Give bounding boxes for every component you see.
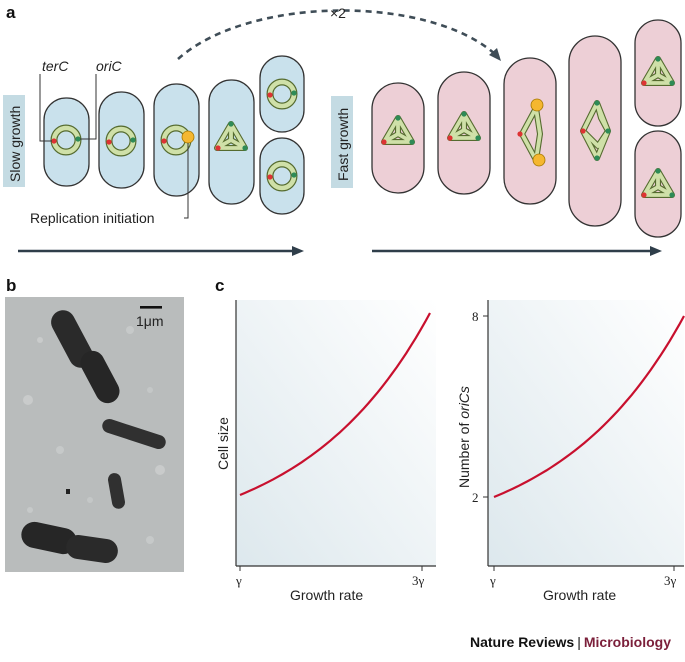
fast-growth-cells xyxy=(371,19,682,238)
fast-growth-label-box xyxy=(331,96,353,188)
scale-bar xyxy=(140,306,162,309)
bacterium-5 xyxy=(21,521,77,555)
scale-bar-label: 1μm xyxy=(136,313,164,329)
cell-size-x-label: Growth rate xyxy=(290,587,363,603)
cell-size-curve xyxy=(239,312,431,497)
footer-journal: Microbiology xyxy=(583,634,671,650)
doubling-dashed-arrow xyxy=(177,9,497,60)
panel-a-letter: a xyxy=(6,3,16,22)
footer-brand: Nature Reviews xyxy=(469,634,575,650)
fast-cell-4 xyxy=(568,35,622,227)
oriC-marker xyxy=(75,136,81,142)
origin-firing-dot xyxy=(181,130,195,144)
bacterium-1 xyxy=(51,310,93,368)
oric-x-label: Growth rate xyxy=(543,587,616,603)
footer-separator: | xyxy=(577,634,581,650)
slow-growth-label-box xyxy=(3,95,25,187)
terC-marker xyxy=(51,138,57,144)
oric-curve xyxy=(493,315,685,499)
fast-cell-3 xyxy=(503,57,557,205)
journal-footer: Nature Reviews|Microbiology xyxy=(470,634,671,650)
doubling-label: ×2 xyxy=(330,5,346,21)
slow-cell-2 xyxy=(98,91,145,189)
cell-size-chart: γ 3γ Growth rate Cell size xyxy=(215,300,436,603)
terC-label: terC xyxy=(42,58,69,74)
replication-initiation-leader xyxy=(184,143,189,219)
slow-cell-1 xyxy=(43,97,90,187)
oric-y-label-italic: oriCs xyxy=(456,386,472,419)
oriC-label: oriC xyxy=(96,58,123,74)
oric-y-tick-label-2: 2 xyxy=(472,490,479,505)
bacterium-4 xyxy=(107,473,125,509)
doubling-arrowhead xyxy=(489,48,501,61)
fast-cell-1 xyxy=(371,82,425,194)
oric-plot-area xyxy=(488,300,684,566)
oric-y-label-prefix: Number of xyxy=(456,419,472,488)
terC-leader-line xyxy=(39,74,52,142)
fast-growth-arrowhead xyxy=(650,246,662,256)
panel-b-letter: b xyxy=(6,276,16,295)
oric-number-chart: 8 2 γ 3γ Growth rate Number of oriCs xyxy=(456,300,685,603)
bacterium-2 xyxy=(80,350,120,404)
oric-y-label: Number of oriCs xyxy=(456,386,472,488)
oric-x-tick-label-1: γ xyxy=(489,573,496,588)
panel-c-letter: c xyxy=(215,276,224,295)
fast-growth-label: Fast growth xyxy=(335,108,351,181)
cell-size-x-tick-label-1: γ xyxy=(235,573,242,588)
oric-y-tick-label-8: 8 xyxy=(472,309,479,324)
slow-growth-label: Slow growth xyxy=(7,106,23,182)
cell-size-x-tick-label-2: 3γ xyxy=(412,573,425,588)
slow-growth-arrowhead xyxy=(292,246,304,256)
oriC-leader-line xyxy=(80,74,97,140)
slow-growth-cells xyxy=(43,55,305,215)
slow-daughter-cell-bottom xyxy=(259,137,305,215)
cell-size-y-label: Cell size xyxy=(215,417,231,470)
cell-size-plot-area xyxy=(236,300,436,566)
bacterium-3 xyxy=(102,418,166,450)
replication-initiation-label: Replication initiation xyxy=(30,210,155,226)
bacterium-6 xyxy=(66,535,118,563)
micrograph xyxy=(5,297,184,572)
oric-x-tick-label-2: 3γ xyxy=(664,573,677,588)
slow-daughter-cell-top xyxy=(259,55,305,133)
